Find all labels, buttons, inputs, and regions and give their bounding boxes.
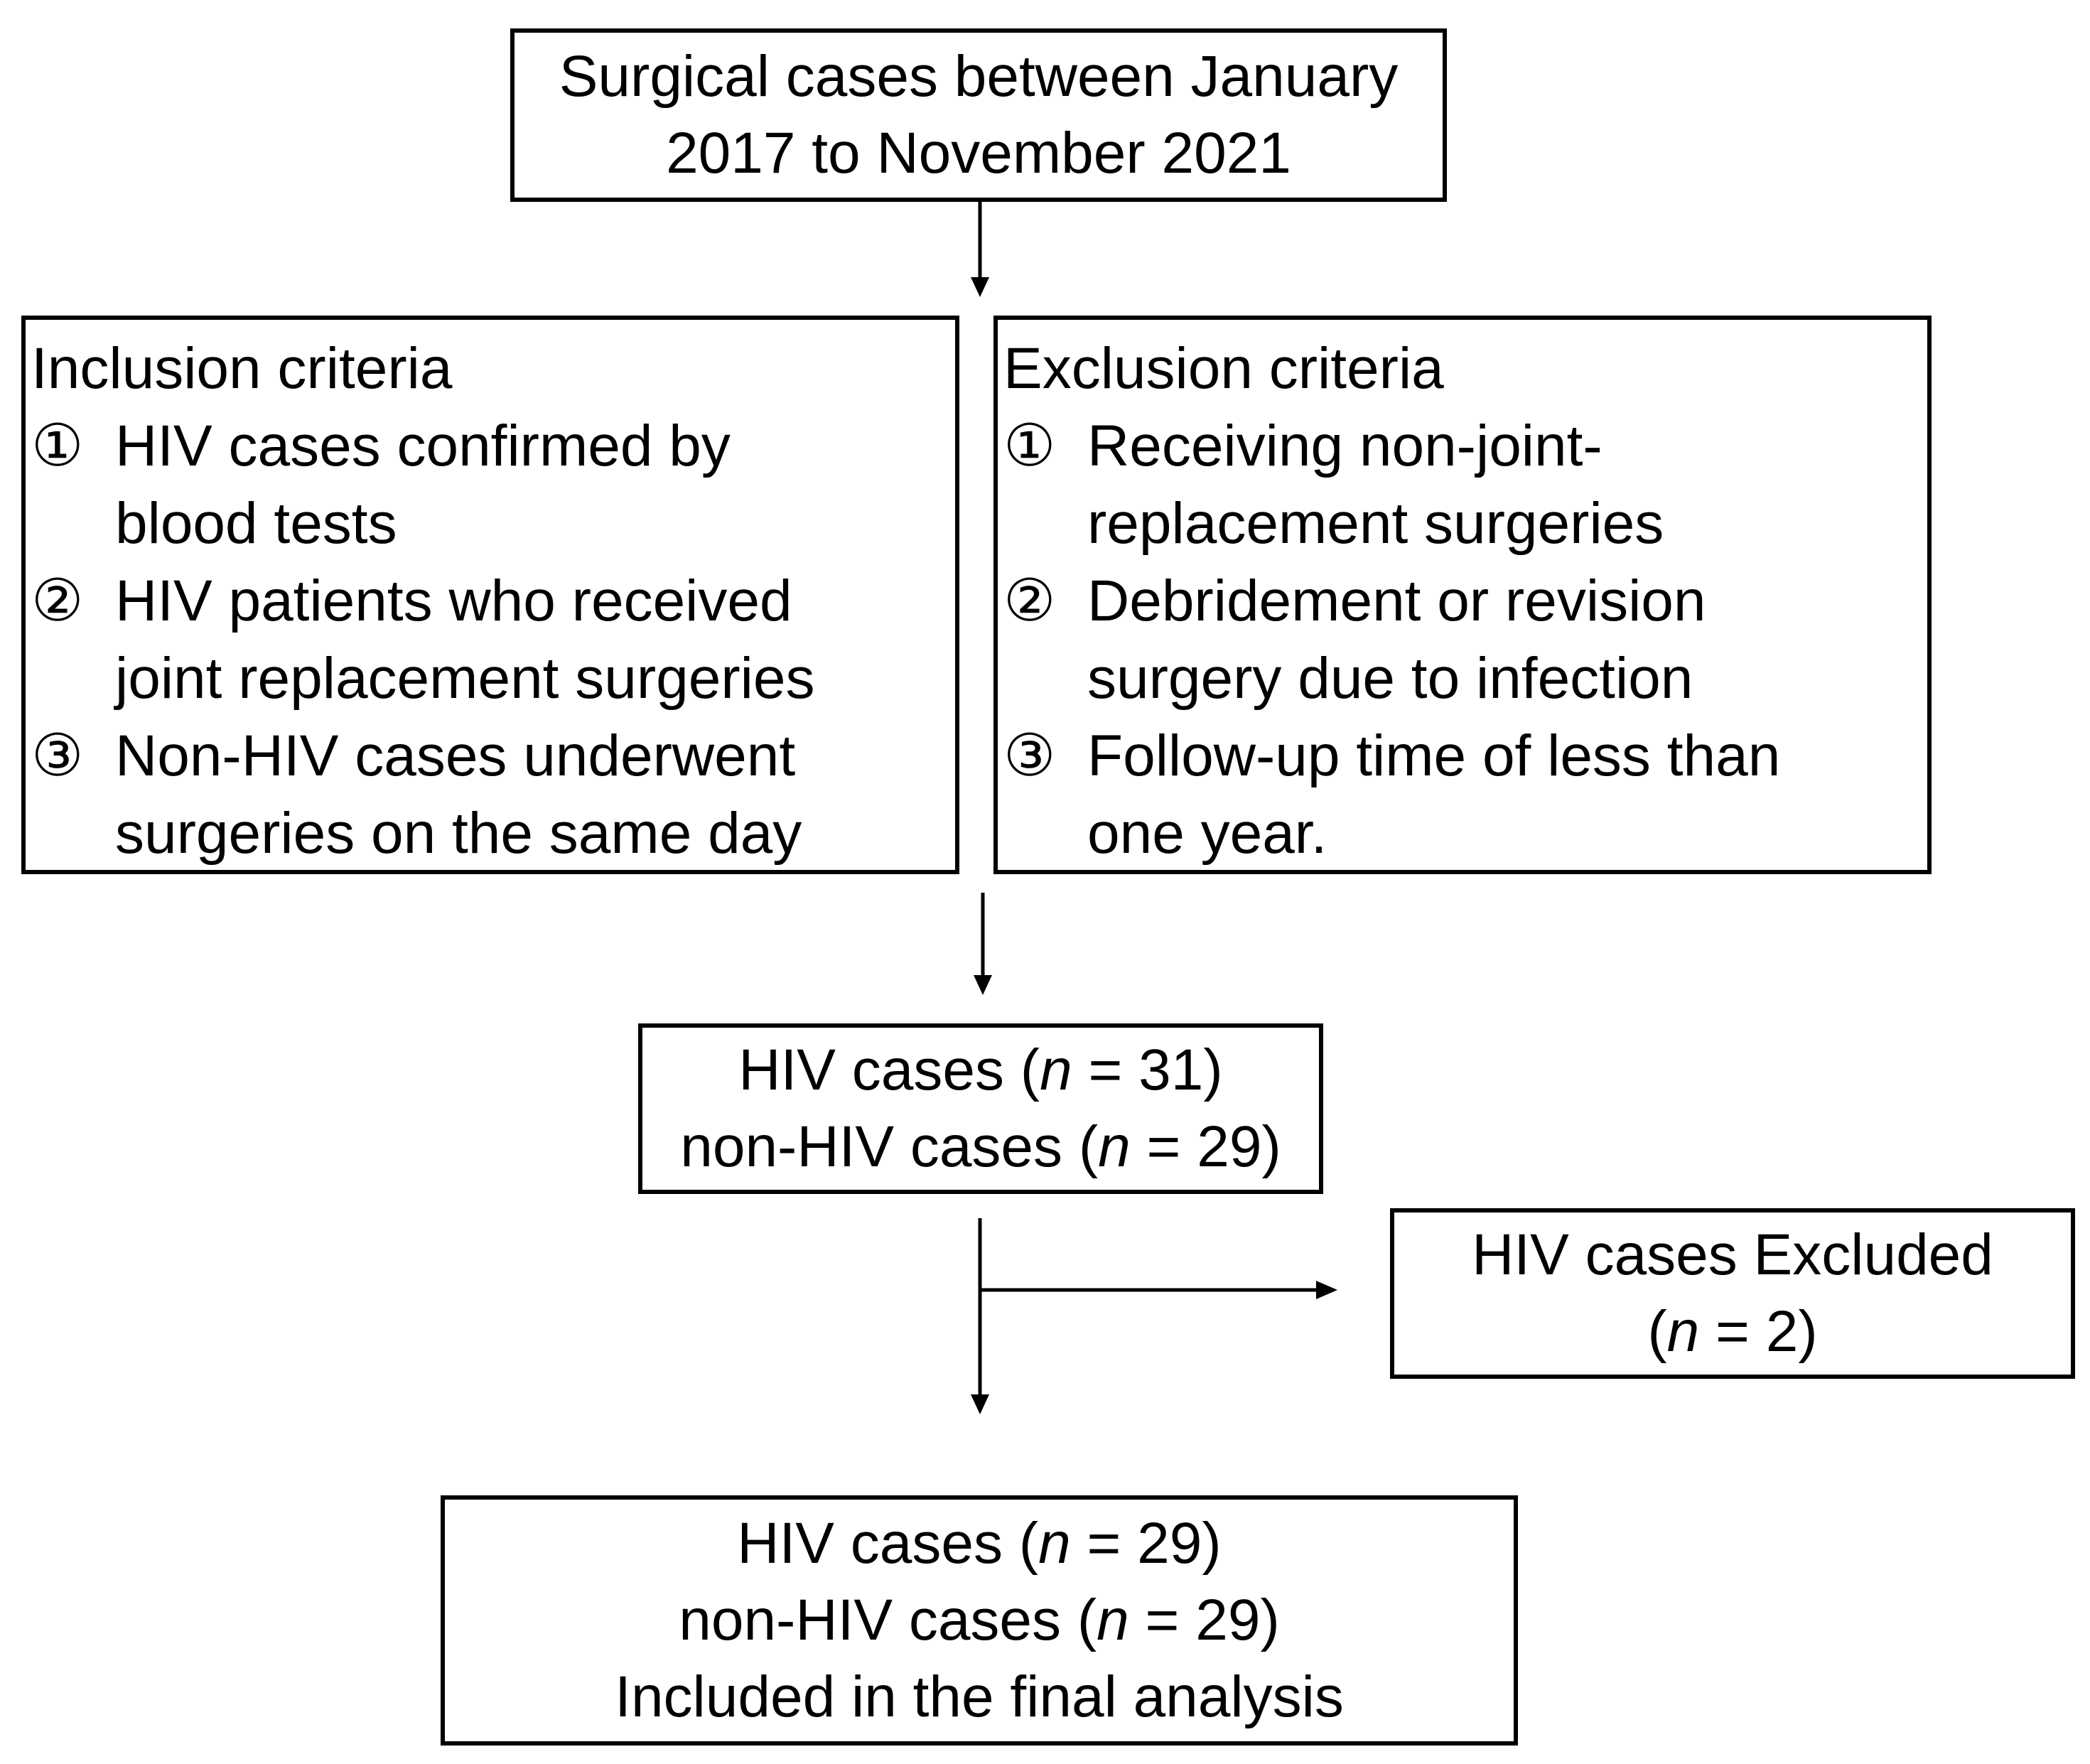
- inclusion-number-2: ②: [31, 569, 84, 633]
- exclusion-title: Exclusion criteria: [1003, 336, 1444, 401]
- source-line-2: 2017 to November 2021: [666, 121, 1291, 185]
- exclusion-item-1-line-1: Receiving non-joint-: [1087, 414, 1602, 478]
- inclusion-item-1-line-2: blood tests: [115, 491, 397, 556]
- exclusion-number-2: ②: [1003, 569, 1056, 633]
- inclusion-item-2-line-2: joint replacement surgeries: [115, 646, 815, 711]
- excluded-box: HIV cases Excluded (n = 2): [1390, 1208, 2075, 1379]
- exclusion-number-1: ①: [1003, 414, 1056, 478]
- final-hiv-count: HIV cases (n = 29): [737, 1511, 1222, 1576]
- equals-sign: =: [1146, 1114, 1181, 1179]
- final-analysis-box: HIV cases (n = 29) non-HIV cases (n = 29…: [441, 1495, 1518, 1746]
- inclusion-number-3: ③: [31, 724, 84, 788]
- arrowhead-source: [971, 277, 989, 297]
- exclusion-criteria-box: Exclusion criteria ① Receiving non-joint…: [993, 316, 1932, 874]
- inclusion-number-1: ①: [31, 414, 84, 478]
- final-hiv-label: HIV cases: [737, 1511, 1003, 1576]
- exclusion-item-2-line-1: Debridement or revision: [1087, 569, 1706, 633]
- final-nonhiv-count: non-HIV cases (n = 29): [679, 1588, 1280, 1652]
- excluded-n: 2: [1765, 1299, 1799, 1364]
- exclusion-item-2-line-2: surgery due to infection: [1087, 646, 1693, 711]
- equals-sign: =: [1087, 1511, 1121, 1576]
- cohort-nonhiv-count: non-HIV cases (n = 29): [680, 1114, 1281, 1179]
- n-symbol: n: [1666, 1299, 1700, 1364]
- final-nonhiv-label: non-HIV cases: [679, 1588, 1062, 1652]
- cohort-hiv-n: 31: [1138, 1038, 1204, 1102]
- inclusion-title: Inclusion criteria: [31, 336, 453, 401]
- excluded-count: (n = 2): [1647, 1299, 1818, 1364]
- cohort-box: HIV cases (n = 31) non-HIV cases (n = 29…: [638, 1023, 1323, 1194]
- cohort-nonhiv-n: 29: [1197, 1114, 1262, 1179]
- equals-sign: =: [1145, 1588, 1180, 1652]
- cohort-hiv-count: HIV cases (n = 31): [738, 1038, 1223, 1102]
- cohort-nonhiv-label: non-HIV cases: [680, 1114, 1063, 1179]
- arrowhead-excluded: [1316, 1281, 1337, 1299]
- final-nonhiv-n: 29: [1195, 1588, 1261, 1652]
- inclusion-item-1: ① HIV cases confirmed by blood tests: [31, 407, 955, 562]
- arrowhead-criteria: [974, 975, 992, 995]
- inclusion-item-3-line-1: Non-HIV cases underwent: [115, 724, 796, 788]
- inclusion-item-2: ② HIV patients who received joint replac…: [31, 562, 955, 717]
- exclusion-item-3-line-1: Follow-up time of less than: [1087, 724, 1781, 788]
- source-line-1: Surgical cases between January: [559, 44, 1399, 109]
- inclusion-item-1-line-1: HIV cases confirmed by: [115, 414, 731, 478]
- final-note: Included in the final analysis: [615, 1664, 1344, 1729]
- n-symbol: n: [1098, 1114, 1131, 1179]
- exclusion-item-3: ③ Follow-up time of less than one year.: [1003, 717, 1927, 872]
- cohort-hiv-label: HIV cases: [738, 1038, 1004, 1102]
- n-symbol: n: [1038, 1511, 1071, 1576]
- excluded-label: HIV cases Excluded: [1472, 1222, 1993, 1287]
- n-symbol: n: [1040, 1038, 1072, 1102]
- n-symbol: n: [1097, 1588, 1129, 1652]
- exclusion-item-1-line-2: replacement surgeries: [1087, 491, 1664, 556]
- inclusion-item-2-line-1: HIV patients who received: [115, 569, 792, 633]
- exclusion-item-3-line-2: one year.: [1087, 801, 1327, 866]
- exclusion-number-3: ③: [1003, 724, 1056, 788]
- inclusion-item-3-line-2: surgeries on the same day: [115, 801, 802, 866]
- inclusion-item-3: ③ Non-HIV cases underwent surgeries on t…: [31, 717, 955, 872]
- source-population-box: Surgical cases between January 2017 to N…: [510, 28, 1447, 202]
- arrowhead-final: [971, 1394, 989, 1414]
- exclusion-item-2: ② Debridement or revision surgery due to…: [1003, 562, 1927, 717]
- inclusion-criteria-box: Inclusion criteria ① HIV cases confirmed…: [21, 316, 959, 874]
- equals-sign: =: [1715, 1299, 1750, 1364]
- equals-sign: =: [1088, 1038, 1123, 1102]
- final-hiv-n: 29: [1137, 1511, 1202, 1576]
- exclusion-item-1: ① Receiving non-joint- replacement surge…: [1003, 407, 1927, 562]
